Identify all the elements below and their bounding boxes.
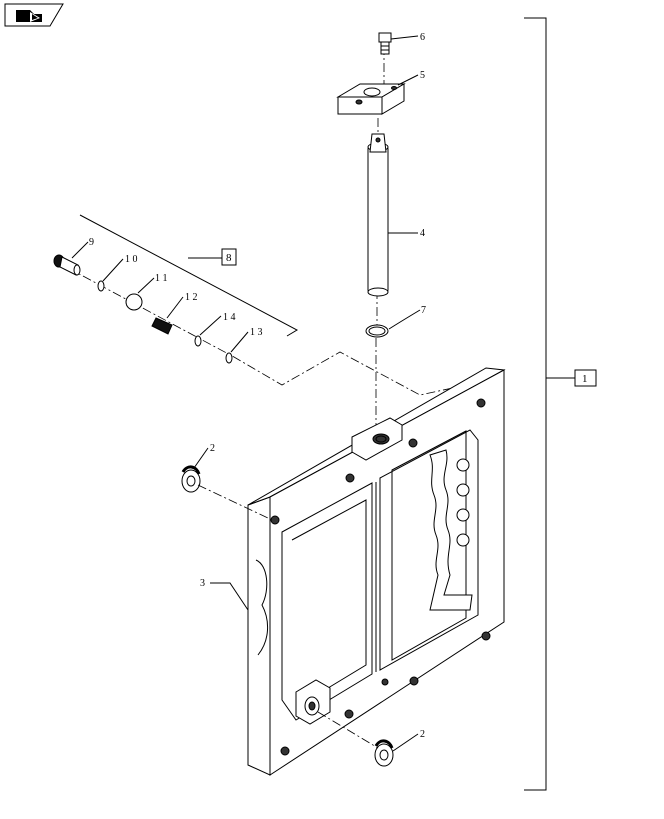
callout-3: 3: [200, 578, 205, 589]
manual-nav-button[interactable]: [4, 3, 64, 27]
callout-7: 7: [421, 305, 426, 316]
part-2-plug-upper: [181, 465, 201, 493]
part-10-snap-ring: [97, 280, 105, 292]
callout-2-upper: 2: [210, 443, 215, 454]
callout-9: 9: [89, 237, 94, 248]
part-13-snap-ring: [225, 352, 233, 364]
callout-2-lower: 2: [420, 729, 425, 740]
callout-13: 1 3: [250, 327, 263, 338]
assembly-centerline: [375, 46, 385, 440]
part-9-plug: [53, 254, 81, 276]
part-14-washer: [194, 335, 202, 347]
callout-14: 1 4: [223, 312, 236, 323]
callout-5: 5: [420, 70, 425, 81]
part-12-spring: [151, 317, 173, 335]
svg-text:8: 8: [226, 252, 232, 264]
book-arrow-icon: [16, 10, 42, 22]
callout-10: 1 0: [125, 254, 138, 265]
kit-centerline: [67, 267, 491, 396]
part-5-plate: [336, 83, 406, 115]
callout-11: 1 1: [155, 273, 168, 284]
svg-text:1: 1: [582, 373, 588, 385]
part-4-shaft: [367, 133, 389, 297]
callout-8: 8: [221, 248, 237, 266]
part-6-screw: [378, 32, 392, 55]
plug-upper-axis: [197, 484, 269, 519]
kit-8-bracket: [79, 214, 299, 337]
plug-lower-axis: [317, 711, 379, 749]
callout-4: 4: [420, 228, 425, 239]
callout-12: 1 2: [185, 292, 198, 303]
part-3-housing: [247, 367, 506, 776]
part-11-ball: [125, 293, 143, 311]
part-7-oring: [365, 324, 389, 338]
callout-1: 1: [574, 369, 597, 387]
part-2-plug-lower: [374, 739, 394, 767]
assembly-bracket: [524, 17, 575, 791]
callout-6: 6: [420, 32, 425, 43]
